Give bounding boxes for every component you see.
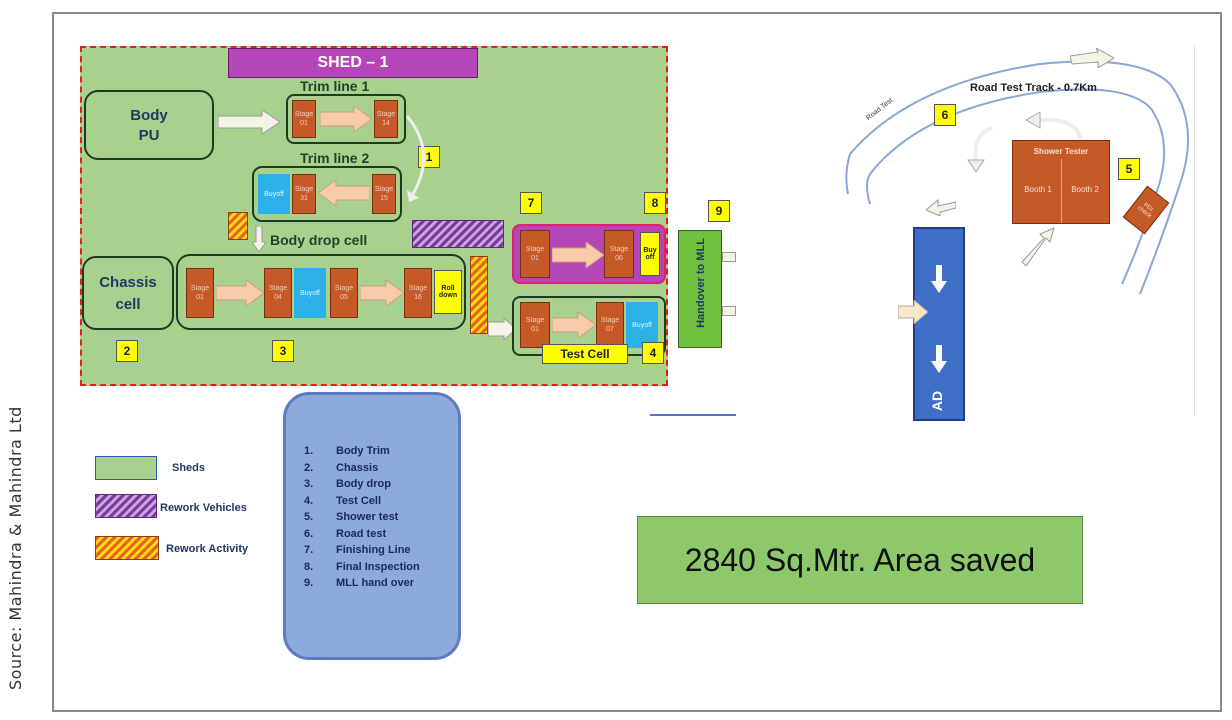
curved-arrow-icon — [1024, 112, 1082, 139]
chassis-cell-box: Chassis cell — [82, 256, 174, 330]
stage-box: Stage 07 — [596, 302, 624, 348]
stage-box: Stage 16 — [404, 268, 432, 318]
arrow-stub — [722, 306, 736, 316]
list-item: 3.Body drop — [304, 478, 391, 490]
legend-sheds-swatch — [95, 456, 157, 480]
shower-tester-label: Shower Tester — [1033, 147, 1089, 156]
stage-box: Stage 14 — [374, 100, 398, 138]
area-saved-box: 2840 Sq.Mtr. Area saved — [637, 516, 1083, 604]
marker-4: 4 — [642, 342, 664, 364]
shed-title: SHED – 1 — [228, 48, 478, 78]
list-item: 2.Chassis — [304, 461, 379, 474]
source-caption: Source: Mahindra & Mahindra Ltd — [6, 406, 25, 690]
list-item: 7.Finishing Line — [304, 544, 411, 556]
list-item: 5.Shower test — [304, 511, 399, 523]
list-item: 4.Test Cell — [304, 494, 382, 507]
booth-1-label: Booth 1 — [1024, 185, 1052, 194]
process-list-box: 1.Body Trim 2.Chassis 3.Body drop 4.Test… — [283, 392, 461, 660]
roll-down-box: Roll down — [434, 270, 462, 314]
stage-box: Stage 01 — [186, 268, 214, 318]
down-arrow-icon — [252, 226, 266, 252]
list-item: 9.MLL hand over — [304, 577, 415, 589]
stage-box: Stage 01 — [520, 302, 550, 348]
stage-box: Stage 06 — [604, 230, 634, 278]
buyoff-box: Buyoff — [258, 174, 290, 214]
buy-off-box: Buy off — [640, 232, 660, 276]
stage-box: Stage 01 — [520, 230, 550, 278]
legend-rework-vehicles-label: Rework Vehicles — [160, 502, 247, 514]
chassis-cell-label: Chassis cell — [99, 274, 157, 313]
arrow-icon — [1070, 48, 1114, 68]
curved-arrow-icon — [405, 115, 426, 202]
marker-8: 8 — [644, 192, 666, 214]
legend-rework-activity-swatch — [95, 536, 159, 560]
marker-5: 5 — [1118, 158, 1140, 180]
down-arrow-icon — [931, 345, 947, 373]
road-strip: AD — [913, 227, 965, 421]
process-list: 1.Body Trim 2.Chassis 3.Body drop 4.Test… — [304, 443, 420, 592]
arrow-icon — [552, 312, 596, 338]
buyoff-box: Buyoff — [626, 302, 658, 348]
list-item: 8.Final Inspection — [304, 560, 420, 573]
arrow-icon — [216, 280, 264, 306]
buyoff-box: Buyoff — [294, 268, 326, 318]
stage-box: Stage 05 — [330, 268, 358, 318]
body-pu-label: Body PU — [130, 107, 168, 144]
rework-activity-area — [228, 212, 248, 240]
list-item: 6.Road test — [304, 527, 387, 540]
legend-rework-vehicles-swatch — [95, 494, 157, 518]
rework-vehicles-area — [412, 220, 504, 248]
rework-activity-area — [470, 256, 488, 334]
trim-line-1-label: Trim line 1 — [300, 78, 370, 94]
marker-6: 6 — [934, 104, 956, 126]
body-pu-box: Body PU — [84, 90, 214, 160]
track-title: Road Test Track - 0.7Km — [970, 82, 1097, 94]
arrow-icon — [218, 110, 280, 134]
list-item: 1.Body Trim — [304, 445, 390, 457]
divider-line — [650, 414, 736, 416]
edge-line — [1194, 46, 1195, 416]
legend-sheds-label: Sheds — [172, 462, 206, 474]
map-area — [734, 46, 1194, 416]
marker-2: 2 — [116, 340, 138, 362]
test-cell-label: Test Cell — [542, 344, 628, 364]
handover-label: Handover to MLL — [695, 238, 707, 328]
marker-7: 7 — [520, 192, 542, 214]
trim-line-2-label: Trim line 2 — [300, 150, 370, 166]
marker-3: 3 — [272, 340, 294, 362]
arrow-icon — [1021, 227, 1055, 266]
arrow-icon — [926, 198, 956, 216]
legend-rework-activity-label: Rework Activity — [166, 543, 249, 555]
body-drop-label: Body drop cell — [270, 232, 368, 248]
handover-box: Handover to MLL — [678, 230, 722, 348]
booth-divider — [1061, 159, 1062, 223]
arrow-icon — [360, 280, 404, 306]
arrow-icon — [318, 180, 370, 206]
arrow-icon — [898, 300, 928, 324]
stage-box: Stage 01 — [292, 100, 316, 138]
arrow-stub — [722, 252, 736, 262]
arrow-icon — [552, 242, 604, 268]
stage-box: Stage 04 — [264, 268, 292, 318]
arrow-icon — [488, 318, 516, 340]
arrow-icon — [320, 106, 372, 132]
curved-arrow-icon — [967, 126, 993, 173]
booth-2-label: Booth 2 — [1071, 185, 1099, 194]
stage-box: Stage 15 — [372, 174, 396, 214]
stage-box: Stage 31 — [292, 174, 316, 214]
down-arrow-icon — [931, 265, 947, 293]
marker-9: 9 — [708, 200, 730, 222]
shower-tester-box: Shower Tester Booth 1 Booth 2 — [1012, 140, 1110, 224]
